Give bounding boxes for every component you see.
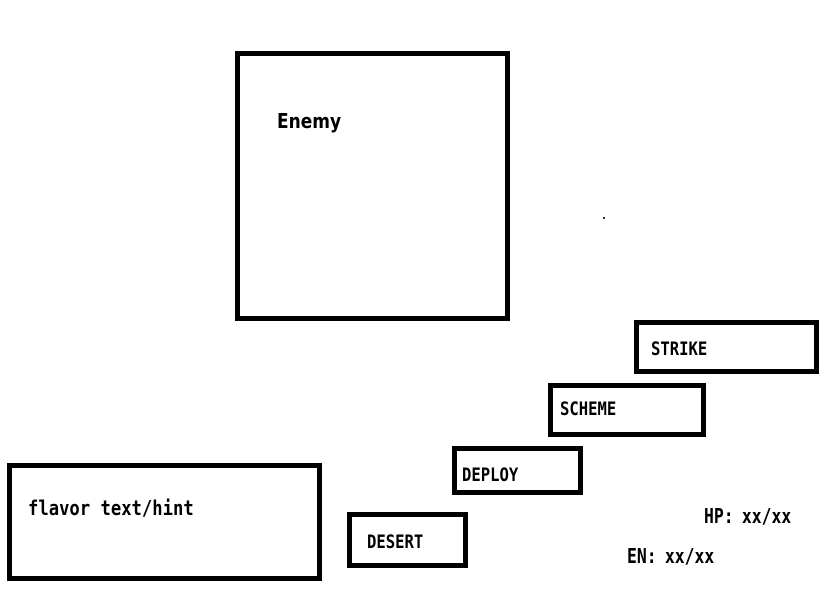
en-value: xx/xx	[664, 544, 715, 568]
strike-button[interactable]: STRIKE	[634, 320, 819, 374]
flavor-text-panel: flavor text/hint	[7, 463, 322, 581]
hp-value: xx/xx	[741, 504, 792, 528]
hp-label: HP:	[704, 504, 734, 528]
deploy-button[interactable]: DEPLOY	[452, 446, 583, 495]
en-label: EN:	[627, 544, 657, 568]
hp-readout: HP: xx/xx	[704, 504, 791, 528]
strike-label: STRIKE	[651, 338, 708, 360]
stray-pixel	[603, 217, 605, 219]
enemy-label: Enemy	[277, 109, 342, 133]
enemy-panel: Enemy	[235, 51, 510, 321]
desert-button[interactable]: DESERT	[347, 512, 468, 568]
scheme-button[interactable]: SCHEME	[548, 383, 706, 437]
scheme-label: SCHEME	[560, 398, 617, 420]
desert-label: DESERT	[367, 531, 424, 553]
flavor-text: flavor text/hint	[28, 496, 194, 520]
en-readout: EN: xx/xx	[627, 544, 714, 568]
deploy-label: DEPLOY	[462, 464, 519, 486]
